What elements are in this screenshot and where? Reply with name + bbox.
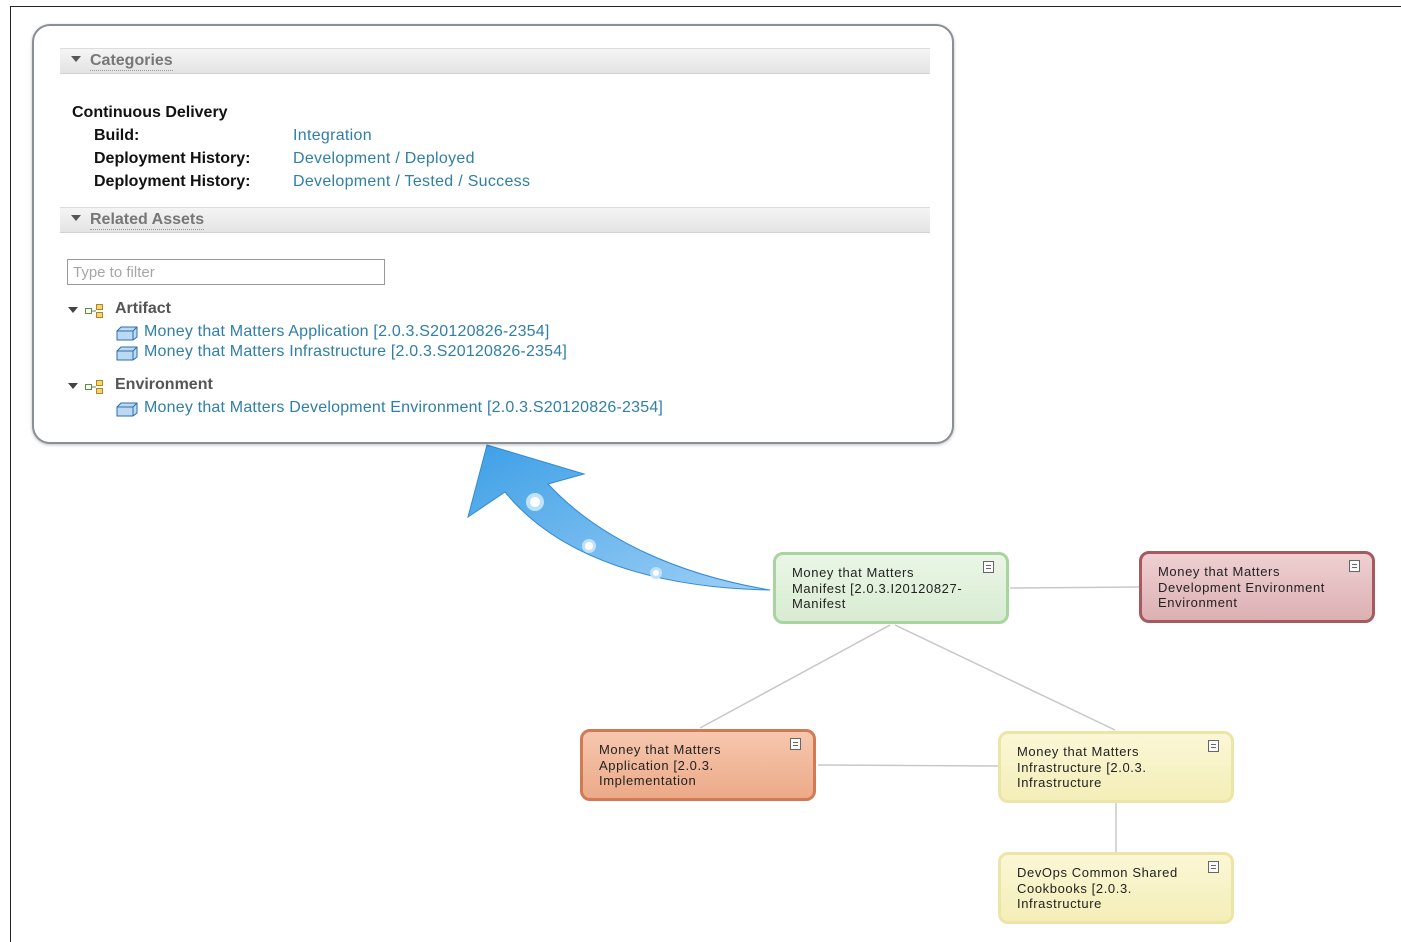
document-icon[interactable] [1208, 740, 1219, 752]
collapse-triangle-icon [71, 215, 81, 221]
graph-node-infrastructure[interactable]: Money that Matters Infrastructure [2.0.3… [998, 731, 1234, 803]
node-line: Development Environment [1158, 579, 1325, 595]
node-line: Infrastructure [1017, 775, 1102, 790]
category-key: Deployment History: [94, 173, 251, 190]
node-line: Manifest [2.0.3.I20120827- [792, 580, 963, 596]
asset-link[interactable]: Money that Matters Infrastructure [2.0.3… [144, 343, 567, 360]
callout-arrow [467, 444, 771, 591]
asset-box-icon [116, 326, 138, 346]
edge-application-infrastructure [817, 764, 999, 767]
hierarchy-icon [85, 303, 111, 324]
node-line: Infrastructure [2.0.3. [1017, 759, 1147, 775]
graph-edges [699, 586, 1141, 852]
asset-box-icon [116, 402, 138, 422]
frame-border-left [10, 6, 11, 942]
related-assets-section-title: Related Assets [90, 211, 205, 230]
node-line: Cookbooks [2.0.3. [1017, 880, 1132, 896]
node-line: Application [2.0.3. [599, 757, 714, 773]
categories-section-title: Categories [90, 52, 173, 71]
asset-link[interactable]: Money that Matters Development Environme… [144, 399, 664, 416]
category-group-title: Continuous Delivery [72, 104, 228, 121]
node-line: Manifest [792, 596, 846, 611]
tree-group-label: Artifact [115, 300, 172, 317]
node-line: DevOps Common Shared [1017, 865, 1178, 880]
category-value-link[interactable]: Integration [293, 127, 372, 144]
filter-input[interactable] [67, 259, 385, 285]
asset-box-icon [116, 346, 138, 366]
expand-triangle-icon[interactable] [68, 307, 78, 313]
categories-section-header[interactable]: Categories [60, 48, 930, 74]
related-assets-section-header[interactable]: Related Assets [60, 207, 930, 233]
category-value-link[interactable]: Development / Deployed [293, 150, 475, 167]
node-line: Infrastructure [1017, 896, 1102, 911]
expand-triangle-icon[interactable] [68, 383, 78, 389]
edge-manifest-devenv [1009, 586, 1141, 589]
arrow-dots [526, 493, 662, 579]
node-line: Money that Matters [1158, 564, 1281, 579]
hierarchy-icon [85, 379, 111, 400]
document-icon[interactable] [1349, 560, 1360, 572]
category-key: Build: [94, 127, 140, 144]
category-value-link[interactable]: Development / Tested / Success [293, 173, 531, 190]
category-key: Deployment History: [94, 150, 251, 167]
asset-details-panel: Categories Continuous Delivery Build: In… [32, 24, 954, 444]
graph-node-manifest[interactable]: Money that Matters Manifest [2.0.3.I2012… [773, 552, 1009, 624]
tree-group-label: Environment [115, 376, 213, 393]
node-line: Money that Matters [1017, 744, 1140, 759]
edge-manifest-infrastructure [894, 624, 1116, 731]
node-line: Implementation [599, 773, 697, 788]
document-icon[interactable] [790, 738, 801, 750]
frame-border-top [10, 6, 1401, 7]
document-icon[interactable] [1208, 861, 1219, 873]
collapse-triangle-icon [71, 56, 81, 62]
edge-manifest-application [699, 624, 891, 729]
asset-link[interactable]: Money that Matters Application [2.0.3.S2… [144, 323, 550, 340]
graph-node-cookbooks[interactable]: DevOps Common Shared Cookbooks [2.0.3. I… [998, 852, 1234, 924]
node-line: Environment [1158, 595, 1238, 610]
graph-node-application[interactable]: Money that Matters Application [2.0.3. I… [580, 729, 816, 801]
document-icon[interactable] [983, 561, 994, 573]
node-line: Money that Matters [792, 565, 915, 580]
node-line: Money that Matters [599, 742, 722, 757]
graph-node-development-environment[interactable]: Money that Matters Development Environme… [1139, 551, 1375, 623]
